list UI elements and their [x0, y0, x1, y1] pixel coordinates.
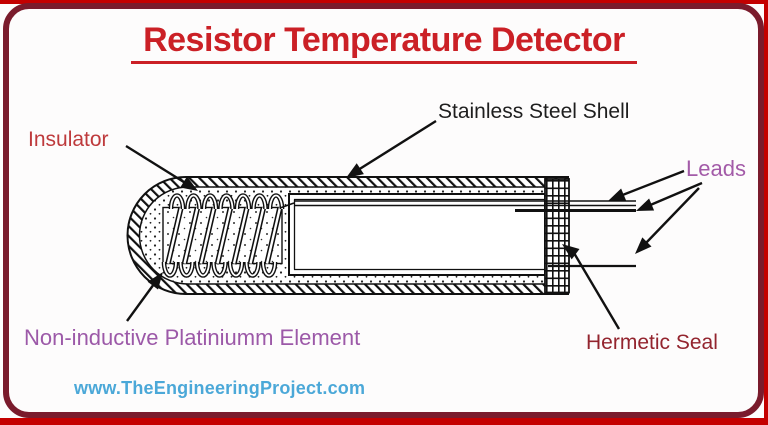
label-hermetic-seal: Hermetic Seal	[586, 331, 718, 354]
leads-arrow-2	[636, 181, 703, 211]
inner-tube	[288, 193, 546, 276]
coil-windings	[165, 206, 283, 265]
leads-arrow-3	[635, 187, 700, 254]
hermetic-seal-grid	[544, 178, 570, 294]
seal-arrow	[562, 244, 621, 330]
element-arrow	[126, 272, 163, 322]
leads-arrow-1	[608, 169, 685, 201]
outer-border-bottom	[0, 418, 768, 425]
label-leads: Leads	[686, 156, 746, 181]
watermark-text: www.TheEngineeringProject.com	[74, 378, 366, 398]
platinum-coil	[161, 193, 295, 278]
coil-connector	[279, 202, 295, 209]
page-title: Resistor Temperature Detector	[0, 21, 768, 64]
probe-body	[126, 176, 636, 295]
lead-wires	[294, 200, 636, 268]
page-title-text: Resistor Temperature Detector	[131, 22, 637, 64]
shell-arrow	[346, 119, 437, 178]
inner-tube-double-wall	[293, 198, 545, 271]
label-stainless-steel-shell: Stainless Steel Shell	[438, 100, 630, 123]
lead-wire-top	[294, 200, 636, 207]
coil-loops-top	[168, 193, 285, 210]
annotation-arrows	[125, 119, 703, 330]
label-insulator: Insulator	[28, 128, 109, 151]
coil-loops-bottom	[161, 261, 278, 278]
label-platinum-element: Non-inductive Platiniumm Element	[24, 325, 361, 350]
insulator-arrow	[125, 144, 198, 191]
outer-border-right	[764, 0, 768, 425]
outer-border-top	[0, 0, 768, 4]
